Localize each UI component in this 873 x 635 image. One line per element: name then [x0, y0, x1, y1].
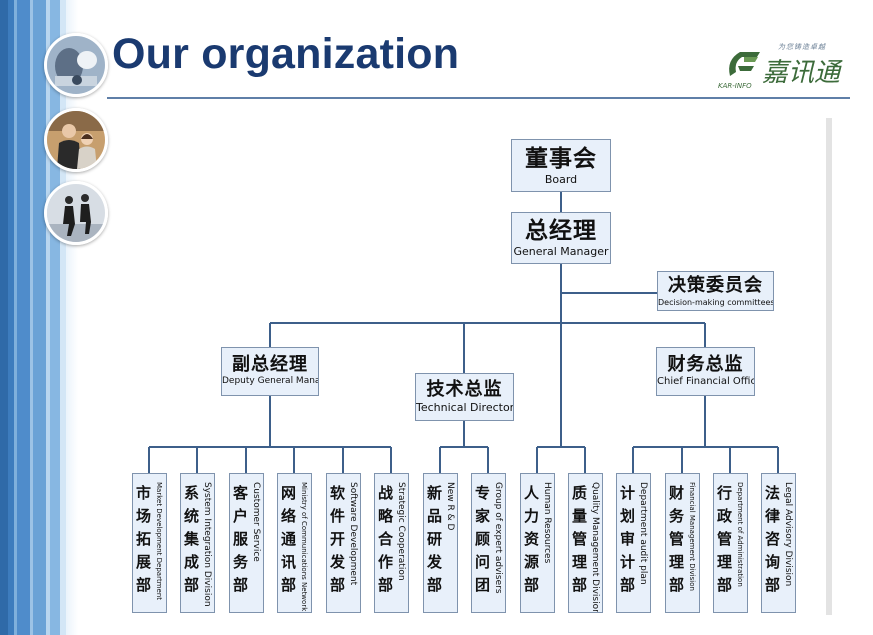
- meeting-photo-icon: [44, 33, 108, 97]
- dept-box-quality-management: 质量管理部 Quality Management Division: [568, 473, 603, 613]
- org-box-tech-cn: 技术总监: [426, 379, 503, 400]
- org-box-cfo-en: Chief Financial Officer: [657, 376, 754, 387]
- dept-en: New R & D: [445, 482, 455, 531]
- org-box-cfo-cn: 财务总监: [667, 354, 744, 375]
- org-box-board-cn: 董事会: [525, 146, 597, 172]
- dept-cn: 战略合作部: [377, 484, 393, 594]
- org-box-committee: 决策委员会 Decision-making committees: [657, 271, 774, 311]
- org-box-deputy-en: Deputy General Manager: [222, 376, 318, 386]
- dept-cn: 财务管理部: [668, 484, 684, 594]
- dept-cn: 系统集成部: [183, 484, 199, 594]
- org-box-gm-cn: 总经理: [525, 218, 597, 244]
- logo-mark-icon: [729, 52, 760, 76]
- dept-box-communications-network: 网络通讯部 Ministry of Communications Network: [277, 473, 312, 613]
- dept-box-expert-advisers: 专家顾问团 Group of expert advisers: [471, 473, 506, 613]
- slide-title: Our organization: [112, 30, 460, 78]
- dept-cn: 计划审计部: [619, 484, 635, 594]
- org-box-technical-director: 技术总监 Technical Director: [415, 373, 514, 421]
- dept-box-customer-service: 客户服务部 Customer Service: [229, 473, 264, 613]
- company-logo: 为您铸造卓越 嘉讯通 KAR-INFO: [716, 40, 856, 96]
- org-box-committee-cn: 决策委员会: [668, 275, 763, 296]
- businesspeople-photo-icon: [44, 108, 108, 172]
- title-underline: [107, 97, 850, 99]
- dept-box-new-rnd: 新品研发部 New R & D: [423, 473, 458, 613]
- walking-people-photo-icon: [44, 181, 108, 245]
- dept-cn: 市场拓展部: [135, 484, 151, 594]
- dept-cn: 法律咨询部: [764, 484, 780, 594]
- dept-box-system-integration: 系统集成部 System Integration Division: [180, 473, 215, 613]
- dept-cn: 新品研发部: [426, 484, 442, 594]
- org-box-tech-en: Technical Director: [416, 401, 514, 414]
- dept-box-administration: 行政管理部 Department of Administration: [713, 473, 748, 613]
- dept-cn: 网络通讯部: [280, 484, 296, 594]
- dept-en: Software Development: [348, 482, 358, 586]
- dept-box-market-development: 市场拓展部 Market Development Department: [132, 473, 167, 613]
- dept-box-human-resources: 人力资源部 Human Resources: [520, 473, 555, 613]
- logo-name-en: KAR-INFO: [718, 82, 752, 90]
- dept-cn: 客户服务部: [232, 484, 248, 594]
- dept-cn: 行政管理部: [716, 484, 732, 594]
- org-box-board-en: Board: [544, 173, 578, 186]
- org-box-general-manager: 总经理 General Manager: [511, 212, 611, 264]
- dept-en: Financial Management Division: [688, 482, 696, 591]
- dept-en: Strategic Cooperation: [396, 482, 406, 581]
- dept-en: Quality Management Division: [590, 482, 600, 613]
- chart-area-edge: [826, 118, 832, 615]
- dept-en: System Integration Division: [202, 482, 212, 607]
- dept-en: Group of expert advisers: [493, 482, 503, 594]
- dept-en: Department of Administration: [736, 482, 744, 587]
- dept-cn: 软件开发部: [329, 484, 345, 594]
- left-decorative-stripes: [0, 0, 78, 635]
- dept-cn: 专家顾问团: [474, 484, 490, 594]
- org-box-gm-en: General Manager: [513, 245, 609, 258]
- dept-box-financial-management: 财务管理部 Financial Management Division: [665, 473, 700, 613]
- dept-en: Human Resources: [542, 482, 552, 564]
- dept-en: Market Development Department: [155, 482, 163, 600]
- dept-en: Customer Service: [251, 482, 261, 562]
- dept-en: Ministry of Communications Network: [300, 482, 308, 612]
- org-box-committee-en: Decision-making committees: [658, 298, 774, 307]
- dept-cn: 质量管理部: [571, 484, 587, 594]
- logo-slogan: 为您铸造卓越: [778, 43, 826, 51]
- dept-box-strategic-cooperation: 战略合作部 Strategic Cooperation: [374, 473, 409, 613]
- dept-en: Department audit plan: [638, 482, 648, 585]
- dept-en: Legal Advisory Division: [783, 482, 793, 587]
- dept-cn: 人力资源部: [523, 484, 539, 594]
- logo-name-cn: 嘉讯通: [762, 58, 841, 88]
- dept-box-software-development: 软件开发部 Software Development: [326, 473, 361, 613]
- org-box-cfo: 财务总监 Chief Financial Officer: [656, 347, 755, 396]
- org-box-board: 董事会 Board: [511, 139, 611, 192]
- org-box-deputy-cn: 副总经理: [232, 354, 308, 375]
- org-box-deputy-gm: 副总经理 Deputy General Manager: [221, 347, 319, 396]
- dept-box-audit-plan: 计划审计部 Department audit plan: [616, 473, 651, 613]
- dept-box-legal-advisory: 法律咨询部 Legal Advisory Division: [761, 473, 796, 613]
